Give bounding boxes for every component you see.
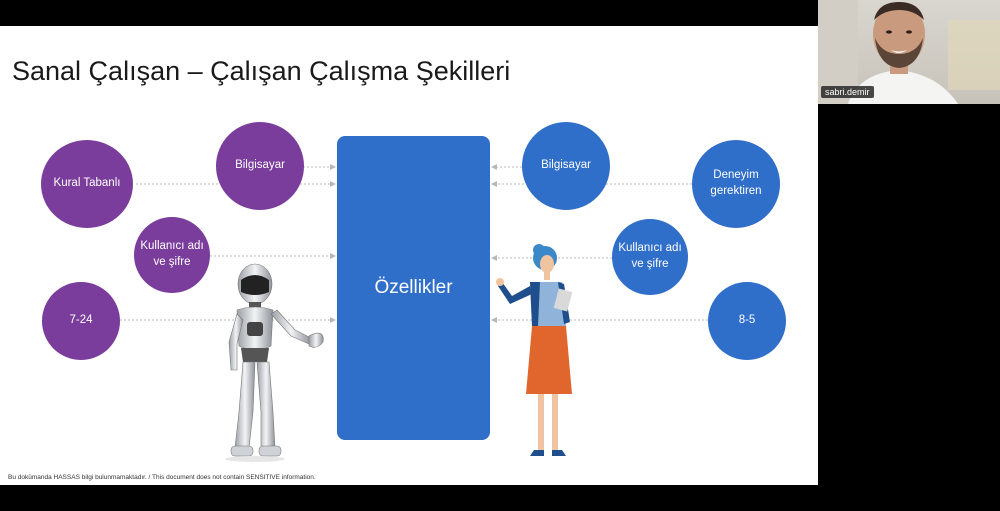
webcam-tile[interactable]: sabri.demir [818,0,1000,104]
node-label: 8-5 [738,314,756,327]
participant-video [818,0,1000,104]
node-label: Kullanıcı adı ve şifre [140,240,204,268]
node-label: Bilgisayar [541,159,591,172]
center-label: Özellikler [374,277,453,298]
node-label: Kural Tabanlı [53,177,121,190]
shared-slide: Sanal Çalışan – Çalışan Çalışma Şekiller… [0,26,818,485]
robot-illustration [225,263,324,462]
node-label: Bilgisayar [235,159,285,172]
woman-illustration [496,244,573,456]
node-label: Kullanıcı adı ve şifre [618,242,682,270]
node-8-5: 8-5 [708,282,786,360]
participant-name-label: sabri.demir [821,86,874,98]
node-bilgisayar-left: Bilgisayar [216,122,304,210]
node-label: 7-24 [69,314,93,327]
node-kullanici-right: Kullanıcı adı ve şifre [612,219,688,295]
center-box: Özellikler [337,136,490,440]
node-kullanici-left: Kullanıcı adı ve şifre [134,217,210,293]
footer-note: Bu dokümanda HASSAS bilgi bulunmamaktadı… [8,474,316,481]
node-label: Deneyim gerektiren [710,169,762,197]
node-deneyim: Deneyim gerektiren [692,140,780,228]
slide-title: Sanal Çalışan – Çalışan Çalışma Şekiller… [12,56,511,86]
node-bilgisayar-right: Bilgisayar [522,122,610,210]
node-kural-tabanli: Kural Tabanlı [41,140,133,228]
node-7-24: 7-24 [42,282,120,360]
